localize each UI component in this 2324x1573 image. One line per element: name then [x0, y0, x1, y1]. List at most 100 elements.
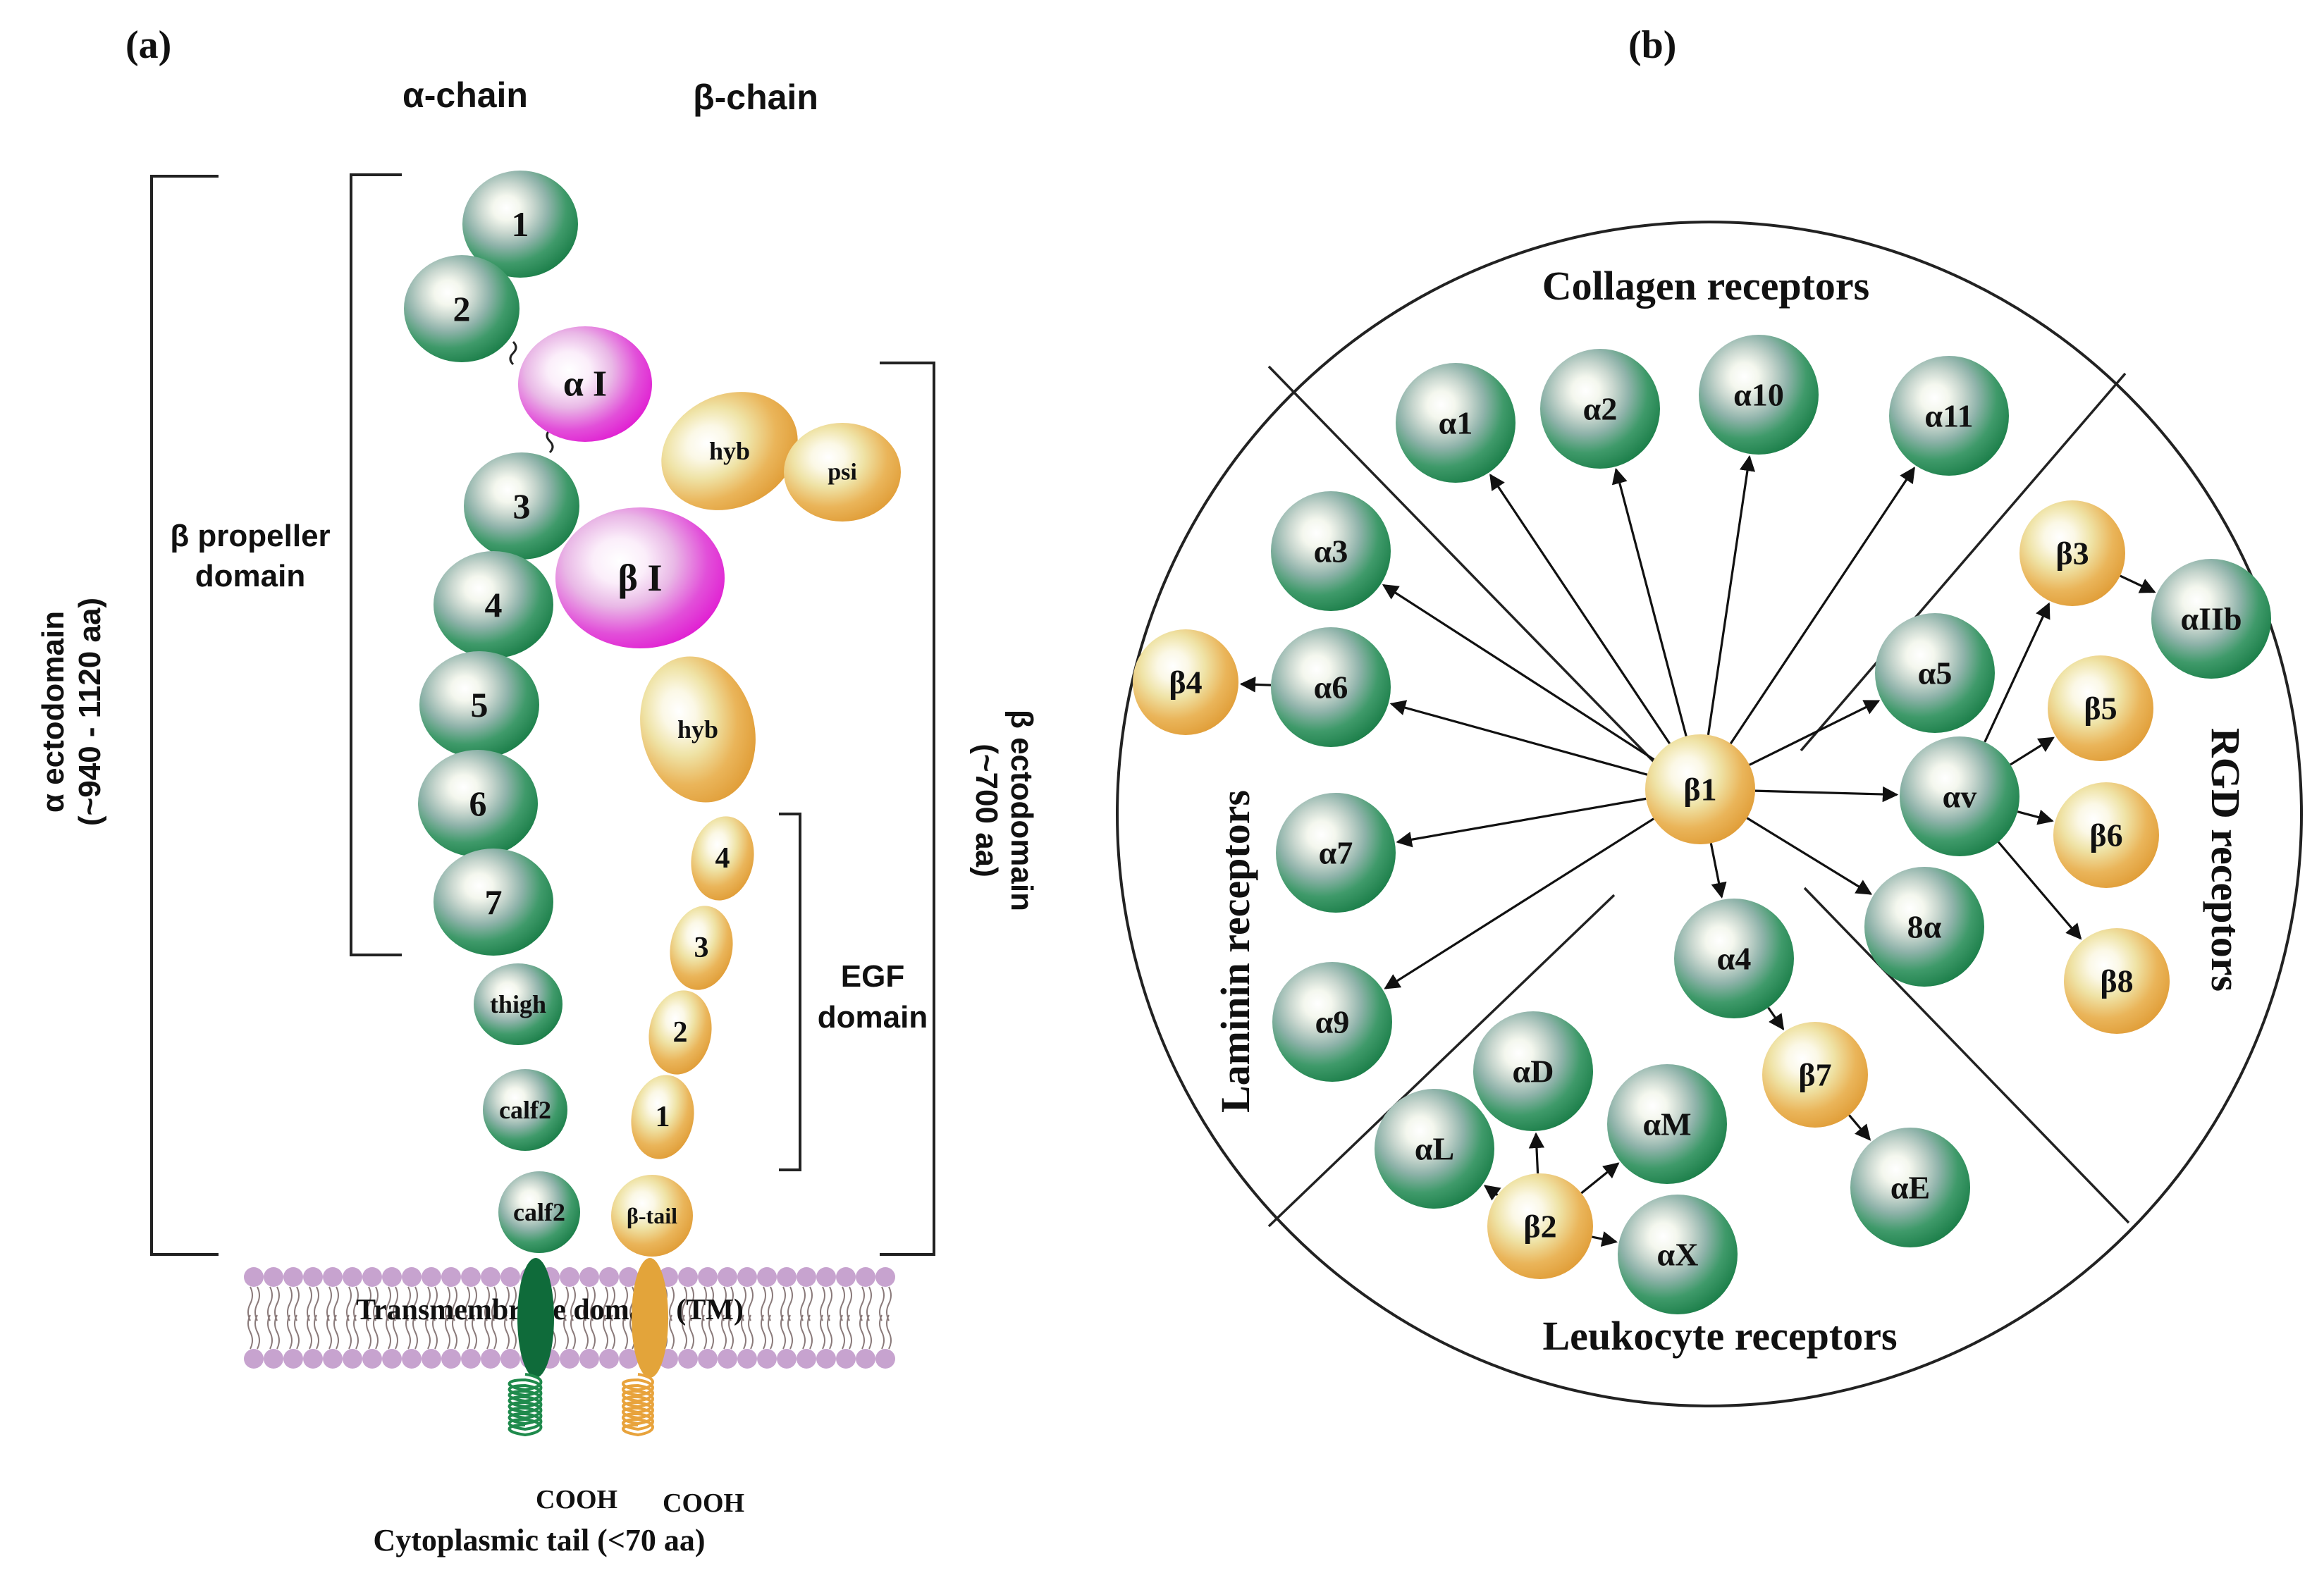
receptor-aX: αX: [1618, 1195, 1738, 1314]
receptor-b8-shape: [2064, 928, 2170, 1034]
arrow-b1-to-av: [1754, 786, 1899, 803]
panel-a: (a) α-chain β-chain α ectodomain (~940 -…: [36, 23, 1039, 1557]
lipid-head: [619, 1267, 639, 1287]
alpha-bead-2-label: 2: [453, 289, 471, 328]
receptor-b1-label: β1: [1683, 772, 1716, 808]
lipid-tail: [761, 1286, 773, 1321]
alpha-bead-1: 1: [462, 171, 578, 278]
alpha-bead-8-shape: [434, 849, 553, 956]
lipid-head: [303, 1267, 323, 1287]
lipid-tail: [504, 1314, 517, 1350]
alpha-bead-6-shape: [419, 651, 539, 758]
receptor-a2: α2: [1540, 349, 1660, 469]
lipid-head: [875, 1349, 895, 1369]
lipid-tail: [840, 1314, 852, 1350]
receptor-a11-shape: [1889, 356, 2009, 476]
lipid-tail: [465, 1314, 477, 1350]
beta-chain-title: β-chain: [693, 78, 818, 117]
lipid-tail: [326, 1314, 339, 1350]
alpha-bead-2-shape: [404, 255, 519, 362]
lipid-tail: [366, 1286, 379, 1321]
lipid-head: [481, 1267, 500, 1287]
receptor-a2-shape: [1540, 349, 1660, 469]
lipid-head: [678, 1267, 698, 1287]
receptor-b7-shape: [1762, 1022, 1868, 1128]
receptor-aD-shape: [1473, 1011, 1593, 1131]
egf-label-1: EGF: [841, 959, 904, 994]
lipid-head: [599, 1349, 619, 1369]
lipid-head: [441, 1349, 461, 1369]
beta-bead-3-label: β I: [618, 557, 663, 599]
lipid-head: [382, 1349, 402, 1369]
arrow-b2-to-aX: [1592, 1231, 1618, 1247]
lipid-tail: [267, 1314, 280, 1350]
receptor-b4: β4: [1133, 629, 1238, 735]
lipid-head: [244, 1349, 264, 1369]
lipid-tail: [425, 1314, 438, 1350]
lipid-tail: [386, 1314, 398, 1350]
alpha-bead-3-shape: [518, 326, 652, 442]
lipid-head: [264, 1349, 283, 1369]
lipid-head: [797, 1267, 816, 1287]
beta-bead-7-label: 2: [673, 1016, 688, 1049]
lipid-head: [579, 1267, 599, 1287]
beta-cytoplasmic-coil: [622, 1373, 654, 1437]
egf-bracket: [779, 813, 801, 1171]
lipid-head: [579, 1349, 599, 1369]
alpha-bead-4: 3: [464, 452, 579, 560]
receptor-a4-label: α4: [1717, 941, 1752, 977]
receptor-a11-label: α11: [1924, 398, 1973, 434]
alpha-bead-2: 2: [404, 255, 519, 362]
receptor-a5-label: α5: [1918, 655, 1953, 691]
alpha-bead-9-shape: [474, 963, 562, 1045]
lipid-head: [402, 1267, 422, 1287]
receptor-b6: β6: [2053, 782, 2159, 888]
lipid-tail: [820, 1314, 832, 1350]
receptor-aL-label: αL: [1415, 1131, 1454, 1167]
receptor-a9: α9: [1272, 962, 1392, 1082]
lipid-head: [481, 1349, 500, 1369]
beta-bead-1-label: hyb: [709, 437, 750, 465]
receptor-aD: αD: [1473, 1011, 1593, 1131]
lipid-head: [797, 1349, 816, 1369]
lipid-tail: [484, 1314, 497, 1350]
receptor-a1-label: α1: [1439, 405, 1473, 441]
beta-bead-4-label: hyb: [677, 715, 718, 744]
lipid-tail: [346, 1314, 359, 1350]
lipid-tail: [366, 1314, 379, 1350]
lipid-tail: [386, 1286, 398, 1321]
beta-bead-2: psi: [784, 423, 901, 522]
lipid-tail: [287, 1314, 300, 1350]
receptor-b2: β2: [1487, 1173, 1593, 1279]
lipid-tail: [840, 1286, 852, 1321]
lipid-head: [698, 1349, 718, 1369]
lipid-tail: [504, 1286, 517, 1321]
lipid-tail: [445, 1314, 457, 1350]
lipid-tail: [583, 1286, 596, 1321]
alpha-bead-11: calf2: [498, 1171, 580, 1253]
receptor-a2-label: α2: [1583, 391, 1618, 427]
lipid-tail: [761, 1314, 773, 1350]
arrow-b1-to-a3: [1382, 584, 1655, 761]
lipid-head: [816, 1349, 836, 1369]
receptor-av-shape: [1900, 736, 2019, 856]
receptor-b5-shape: [2048, 655, 2153, 761]
arrow-b1-to-a4: [1709, 843, 1727, 899]
receptor-a11: α11: [1889, 356, 2009, 476]
receptor-b1-shape: [1645, 734, 1755, 844]
arrow-b3-to-aIIb: [2120, 574, 2156, 593]
receptor-aE-label: αE: [1890, 1170, 1930, 1206]
cytoplasmic-tail-label: Cytoplasmic tail (<70 aa): [373, 1523, 705, 1557]
leukocyte-receptors-label: Leukocyte receptors: [1542, 1313, 1897, 1359]
receptor-aX-label: αX: [1657, 1237, 1699, 1273]
lipid-tail: [682, 1314, 694, 1350]
receptor-a9-label: α9: [1315, 1004, 1350, 1040]
lipid-head: [382, 1267, 402, 1287]
receptor-a6: α6: [1271, 627, 1391, 747]
lipid-head: [422, 1267, 441, 1287]
sector-divider: [1800, 372, 2127, 752]
receptor-b2-shape: [1487, 1173, 1593, 1279]
alpha-bead-8-label: 7: [485, 882, 503, 922]
arrow-b2-to-aM: [1580, 1162, 1620, 1195]
receptor-aIIb-label: αIIb: [2180, 601, 2242, 637]
